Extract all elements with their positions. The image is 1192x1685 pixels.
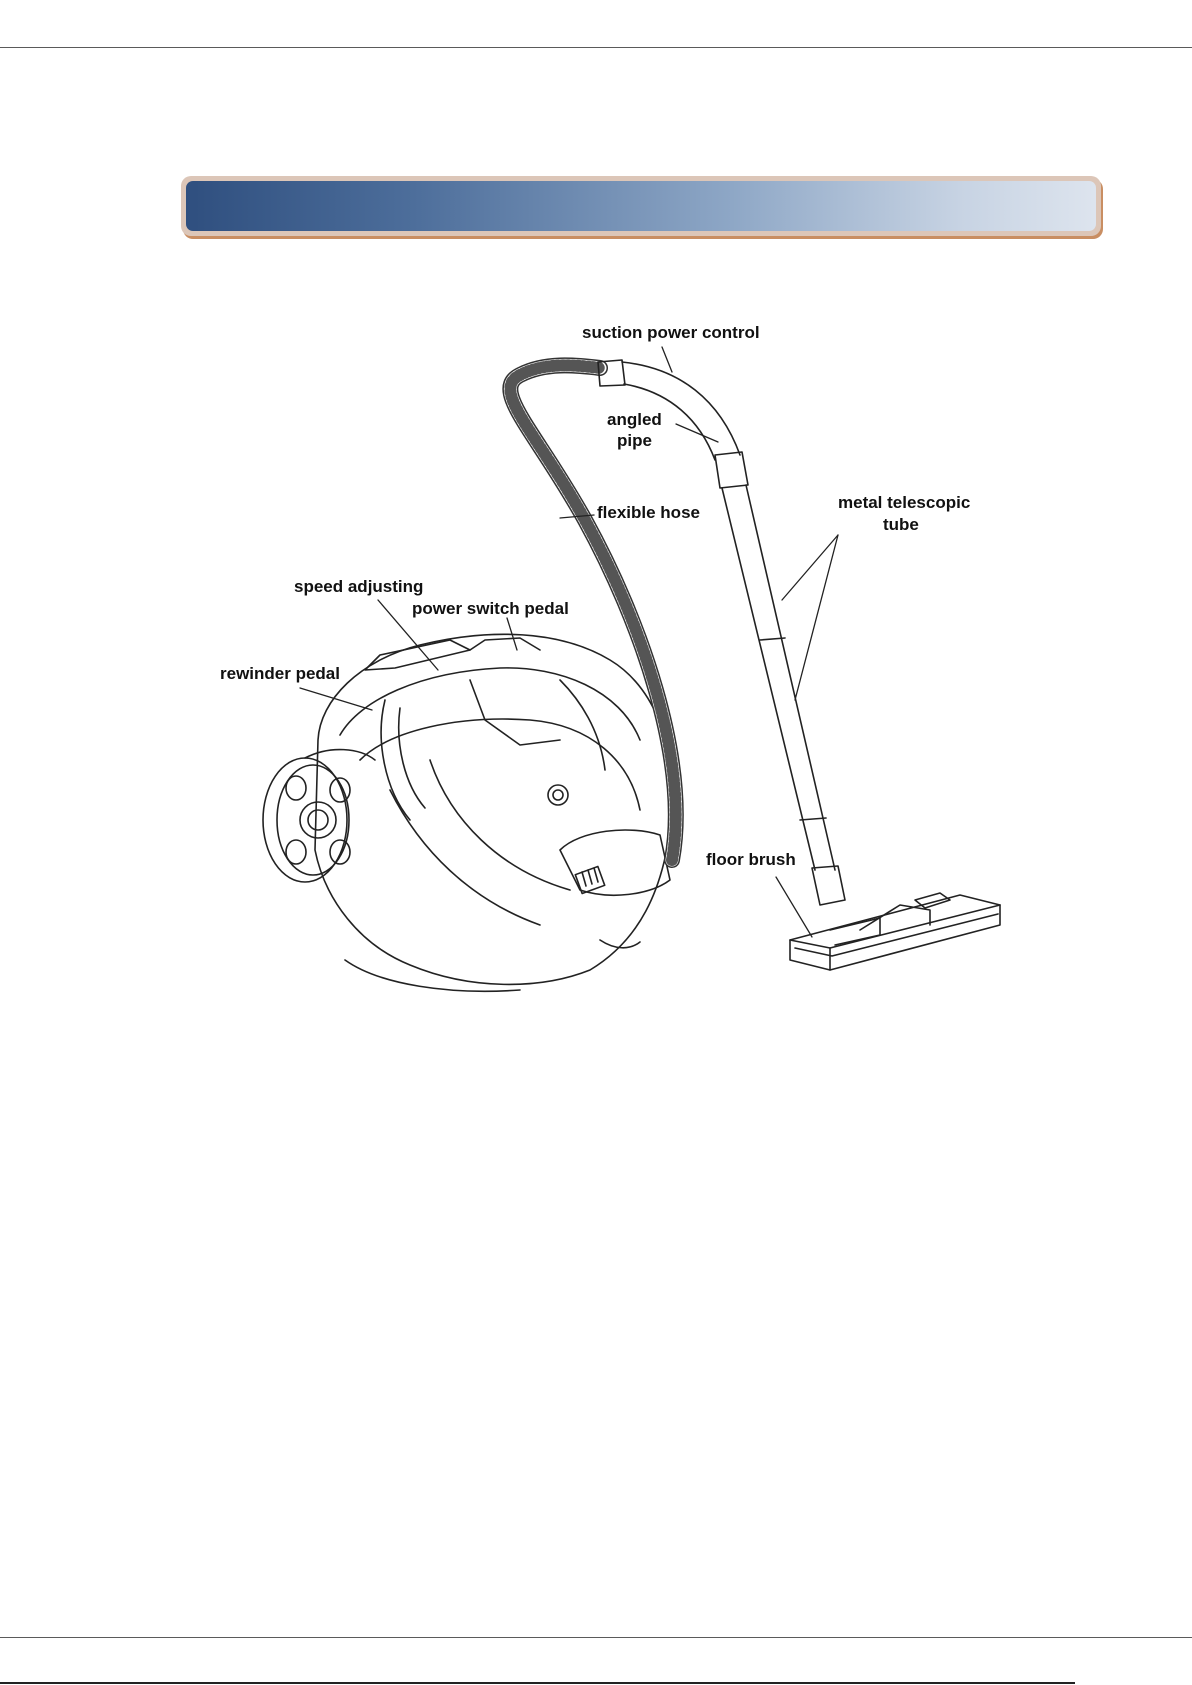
label-suction-power-control: suction power control xyxy=(582,323,760,342)
label-angled-pipe-line1: angled xyxy=(607,410,662,429)
label-speed-adjusting: speed adjusting xyxy=(294,577,423,596)
wheel-drawing xyxy=(263,750,375,882)
label-power-switch-pedal: power switch pedal xyxy=(412,599,569,618)
label-flexible-hose: flexible hose xyxy=(597,503,700,522)
label-metal-tube-line2: tube xyxy=(883,515,919,534)
footer-underline xyxy=(0,1682,1075,1684)
footer-rule xyxy=(0,1637,1192,1638)
label-angled-pipe-line2: pipe xyxy=(617,431,652,450)
diagram-labels: suction power control angled pipe flexib… xyxy=(220,323,970,869)
vacuum-body-drawing xyxy=(315,634,673,991)
label-floor-brush: floor brush xyxy=(706,850,796,869)
label-metal-tube-line1: metal telescopic xyxy=(838,493,970,512)
label-rewinder-pedal: rewinder pedal xyxy=(220,664,340,683)
